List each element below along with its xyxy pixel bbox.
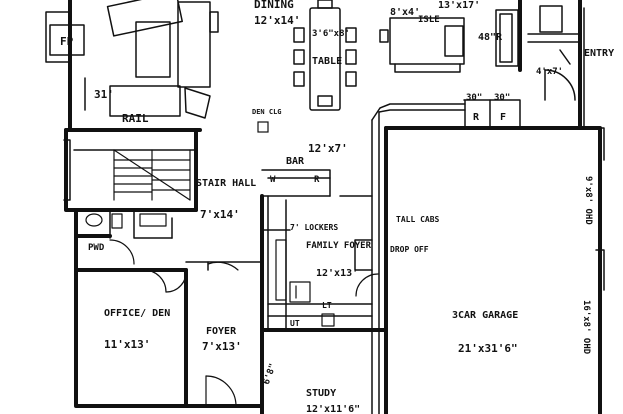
drop-off-label: DROP OFF bbox=[390, 245, 429, 254]
stair bbox=[113, 149, 191, 201]
garage-label: 3CAR GARAGE bbox=[452, 310, 518, 321]
stair-hall-dim: 7'x14' bbox=[200, 208, 240, 221]
dim-6x8-label: 6'8" bbox=[262, 362, 279, 386]
den-clg-marker bbox=[257, 121, 269, 133]
foyer-label: FOYER bbox=[206, 326, 237, 337]
kitchen-island bbox=[379, 5, 581, 73]
bar-r: R bbox=[314, 175, 320, 185]
entry-label: ENTRY bbox=[584, 48, 614, 59]
lockers-label: 7' LOCKERS bbox=[290, 223, 338, 232]
tall-cabs-label: TALL CABS bbox=[396, 215, 440, 224]
bar-label: BAR bbox=[286, 156, 305, 167]
island-label: ISLE bbox=[418, 15, 440, 25]
family-foyer-stair bbox=[275, 239, 379, 327]
garage-dim: 21'x31'6" bbox=[458, 342, 518, 355]
family-foyer-label: FAMILY FOYER bbox=[306, 241, 372, 251]
office-dim: 11'x13' bbox=[104, 338, 150, 351]
office-label: OFFICE/ DEN bbox=[104, 308, 170, 319]
kitchen-dim-a: 8'x4' bbox=[390, 7, 420, 18]
table-dim: 3'6"x8' bbox=[312, 29, 350, 39]
bar-dim: 12'x7' bbox=[308, 142, 348, 155]
dim-31-label: 31' bbox=[94, 88, 114, 101]
dining-label: DINING bbox=[254, 0, 294, 11]
garage-door-dim-b: 16'x8' OHD bbox=[581, 300, 591, 355]
appliance-f: F bbox=[500, 112, 506, 123]
exterior-walls bbox=[64, 0, 602, 414]
ut-label: UT bbox=[290, 319, 300, 328]
foyer-door bbox=[205, 261, 239, 407]
den-clg-label: DEN CLG bbox=[252, 108, 282, 116]
entry-dim: 4'x7' bbox=[536, 67, 563, 77]
stair-hall-label: STAIR HALL bbox=[196, 178, 256, 189]
dim-30-a: 30" bbox=[466, 93, 482, 103]
dining-dim: 12'x14' bbox=[254, 14, 300, 27]
study-dim: 12'x11'6" bbox=[306, 404, 360, 414]
entry-door bbox=[544, 49, 576, 101]
garage-door-dim-a: 9'x8' OHD bbox=[583, 176, 593, 225]
foyer-dim: 7'x13' bbox=[202, 340, 242, 353]
fridge-dim: 48"R bbox=[478, 32, 503, 43]
lt-label: LT bbox=[322, 301, 332, 310]
dim-30-b: 30" bbox=[494, 93, 510, 103]
family-foyer-dim: 12'x13' bbox=[316, 268, 358, 279]
study-label: STUDY bbox=[306, 388, 336, 399]
dining-table bbox=[293, 0, 357, 111]
pwd-label: PWD bbox=[88, 243, 105, 253]
bar-w: W bbox=[270, 175, 276, 185]
powder-room bbox=[85, 213, 187, 293]
kitchen-dim-b: 13'x17' bbox=[438, 0, 480, 11]
fireplace-label: FP bbox=[60, 35, 74, 48]
living-area bbox=[45, 0, 219, 119]
table-label: TABLE bbox=[312, 56, 342, 67]
appliance-r: R bbox=[473, 112, 480, 123]
rail-label: RAIL bbox=[122, 112, 149, 125]
